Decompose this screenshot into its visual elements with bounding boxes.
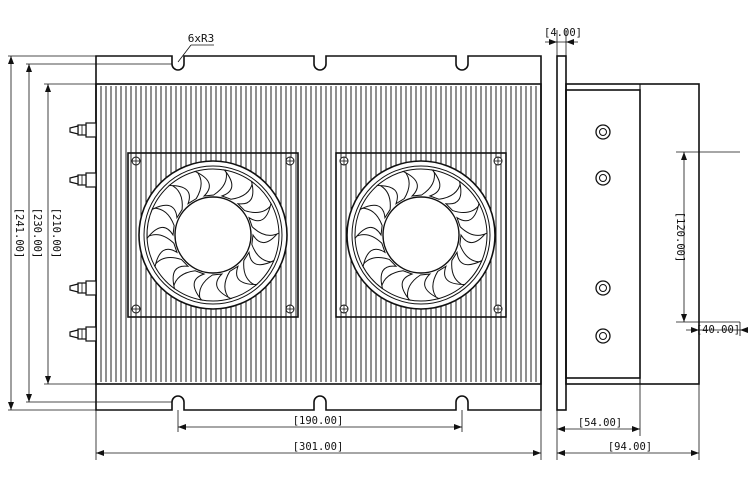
dimension-lines <box>8 30 748 460</box>
fan-blade <box>456 202 488 236</box>
connector <box>69 172 97 188</box>
fan-blade <box>401 168 435 197</box>
fan-blade <box>432 265 467 300</box>
dimension-labels: [301.00] [190.00] [54.00] [94.00] [4.00]… <box>13 27 740 453</box>
dim-bracket-depth: [40.00] <box>696 324 740 336</box>
fan-hub <box>382 196 460 274</box>
fan-blade <box>220 169 254 200</box>
dim-side-depth-54: [54.00] <box>578 417 622 429</box>
side-hole <box>595 170 611 186</box>
fan-right <box>339 156 503 314</box>
connector <box>69 122 97 138</box>
fan-blade <box>354 207 383 240</box>
fan-shroud-right <box>335 152 507 318</box>
fan-hub <box>174 196 252 274</box>
fan-blade <box>375 170 410 205</box>
side-plate <box>556 55 567 411</box>
dim-side-depth-94: [94.00] <box>608 441 652 453</box>
dim-height-241: [241.00] <box>13 208 25 259</box>
fan-blade <box>199 273 233 302</box>
dim-height-230: [230.00] <box>31 208 43 259</box>
fan-blade <box>146 207 175 240</box>
side-hole <box>595 124 611 140</box>
side-holes <box>595 124 611 344</box>
fan-blade <box>172 270 206 301</box>
fan-shroud-left <box>127 152 299 318</box>
connector <box>69 280 97 296</box>
fan-blade <box>243 250 275 286</box>
fan-blade <box>248 202 280 236</box>
dim-height-210: [210.00] <box>50 208 62 259</box>
side-inner-block <box>565 89 641 379</box>
dim-overall-width: [301.00] <box>293 441 344 453</box>
connectors <box>69 122 97 342</box>
connector <box>69 326 97 342</box>
fan-ring-inner <box>143 165 283 305</box>
fan-blade <box>407 273 441 302</box>
fan-blade <box>361 257 398 290</box>
fan-blade <box>428 169 462 200</box>
side-hole <box>595 328 611 344</box>
fan-blade <box>224 265 259 300</box>
fan-left <box>131 156 295 314</box>
dim-plate-thickness: [4.00] <box>544 27 582 39</box>
fan-blade <box>153 257 190 290</box>
front-view <box>69 55 542 411</box>
fan-blade <box>444 180 481 213</box>
fan-blade <box>354 234 386 268</box>
fan-blade <box>359 184 391 220</box>
fan-blade <box>459 230 488 263</box>
dim-bracket-height: [120.00] <box>674 212 686 263</box>
fan-blade <box>251 230 280 263</box>
notch-callout: 6xR3 <box>188 32 215 45</box>
fan-blade <box>380 270 414 301</box>
dim-hole-span: [190.00] <box>293 415 344 427</box>
fan-ring-inner <box>351 165 491 305</box>
fan-blade <box>146 234 178 268</box>
side-hole <box>595 280 611 296</box>
fan-blade <box>451 250 483 286</box>
fan-blade <box>151 184 183 220</box>
fan-blade <box>193 168 227 197</box>
fan-blade <box>167 170 202 205</box>
fan-blade <box>236 180 273 213</box>
